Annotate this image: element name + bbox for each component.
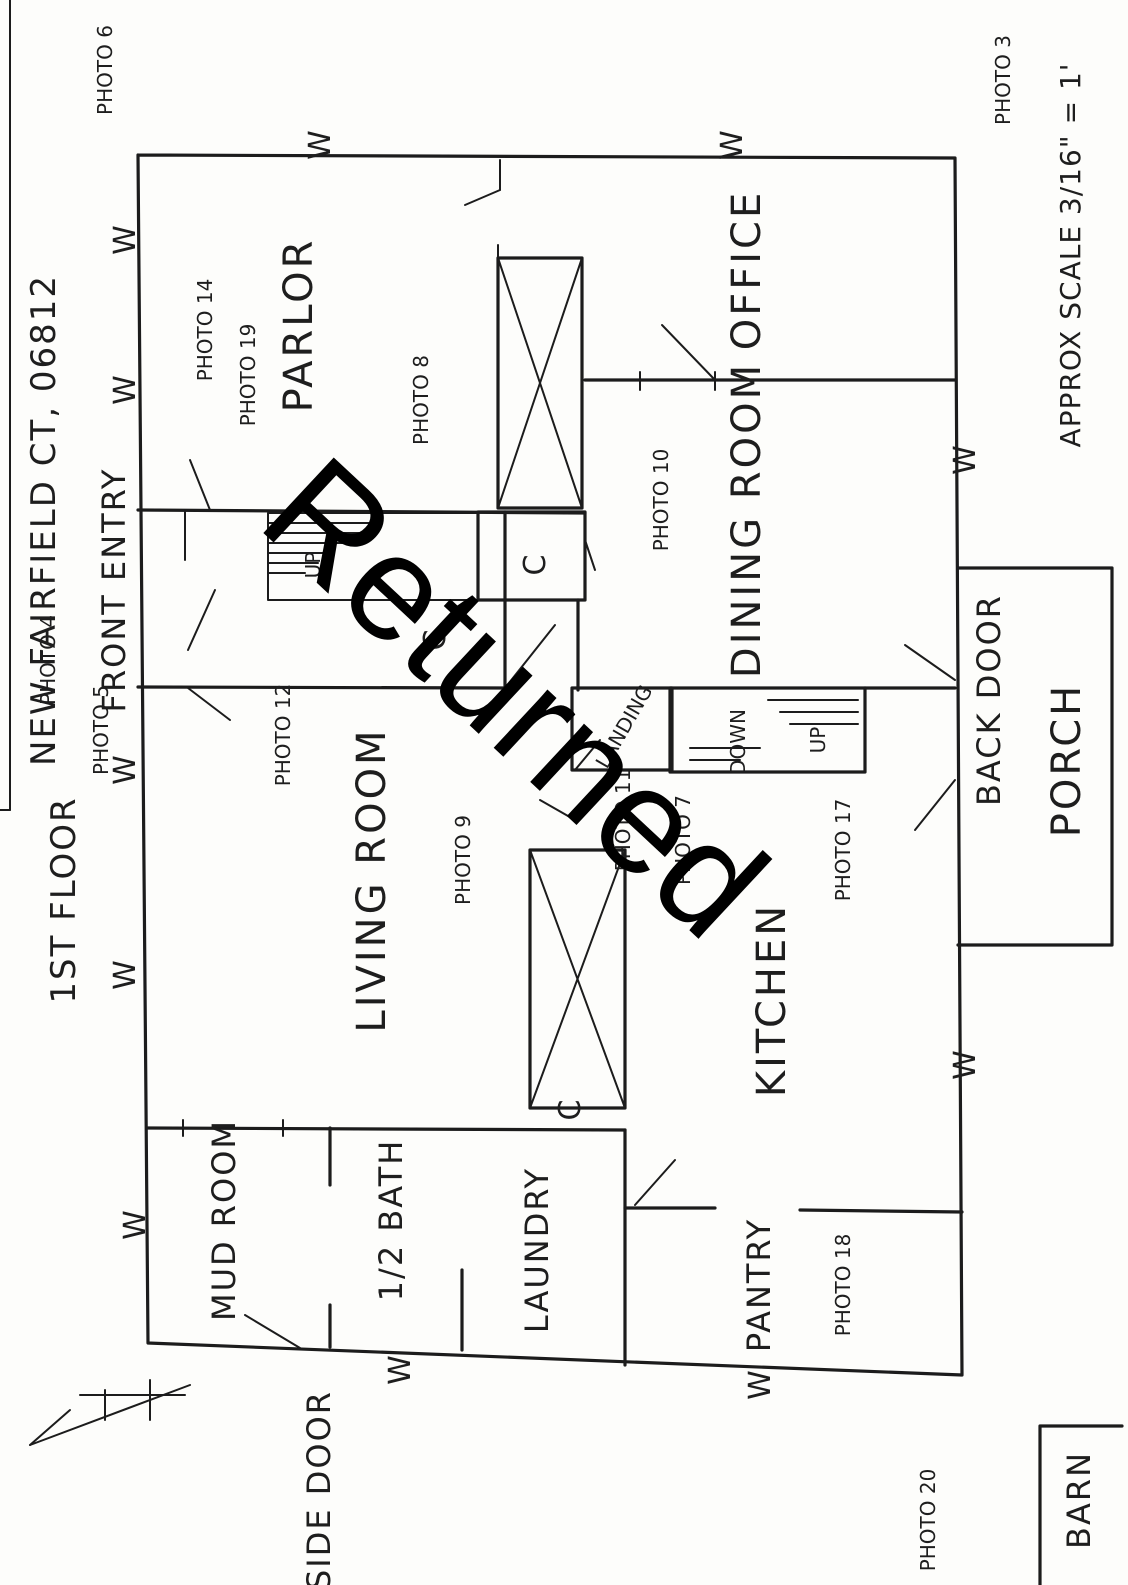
- window-mark: W: [948, 445, 983, 475]
- photo-label-6: PHOTO 6: [93, 25, 117, 115]
- stair-up-front: UP: [301, 552, 325, 579]
- closet-mark-chimney: C: [553, 1100, 588, 1121]
- closet-mark-hall: C: [418, 630, 453, 651]
- photo-label-17: PHOTO 17: [831, 799, 855, 902]
- window-mark: W: [108, 225, 143, 255]
- window-mark: W: [118, 1210, 153, 1240]
- window-mark: W: [715, 130, 750, 160]
- porch-outline: [956, 566, 1114, 947]
- room-barn: BARN: [1060, 1451, 1098, 1549]
- photo-label-5: PHOTO 5: [89, 685, 113, 775]
- photo-label-11: PHOTO 11: [611, 769, 635, 872]
- room-side-door: SIDE DOOR: [300, 1390, 338, 1585]
- room-laundry: LAUNDRY: [518, 1167, 556, 1333]
- address-label: NEW FAIRFIELD CT, 06812: [24, 274, 64, 766]
- room-halfbath: 1/2 BATH: [372, 1139, 410, 1302]
- photo-label-10: PHOTO 10: [649, 449, 673, 552]
- stair-up-back: UP: [806, 727, 830, 754]
- window-marks: W W W W W W W W W W W: [108, 130, 983, 1400]
- room-front-entry: FRONT ENTRY: [95, 468, 133, 713]
- photo-label-3: PHOTO 3: [991, 35, 1015, 125]
- door-swings: [184, 159, 956, 1349]
- interior-walls: [136, 244, 964, 1367]
- photo-label-12: PHOTO 12: [271, 684, 295, 787]
- room-mudroom: MUD ROOM: [205, 1119, 243, 1321]
- room-pantry: PANTRY: [740, 1218, 778, 1352]
- photo-markers: PHOTO 3 PHOTO 4 PHOTO 5 PHOTO 6 PHOTO 7 …: [36, 25, 1015, 1571]
- room-back-door: BACK DOOR: [970, 594, 1008, 806]
- photo-label-14: PHOTO 14: [193, 279, 217, 382]
- photo-label-9: PHOTO 9: [451, 815, 475, 905]
- photo-label-19: PHOTO 19: [236, 324, 260, 427]
- room-kitchen: KITCHEN: [749, 903, 795, 1097]
- window-mark: W: [383, 1355, 418, 1385]
- room-living: LIVING ROOM: [349, 727, 395, 1032]
- stair-down-back: DOWN: [726, 709, 750, 775]
- exterior-walls: [136, 153, 964, 1377]
- photo-label-7: PHOTO 7: [671, 795, 695, 885]
- window-mark: W: [303, 130, 338, 160]
- photo-label-4: PHOTO 4: [36, 615, 60, 705]
- room-parlor: PARLOR: [276, 238, 322, 413]
- barn-outline: [1038, 1424, 1124, 1585]
- window-mark: W: [108, 755, 143, 785]
- window-mark: W: [743, 1370, 778, 1400]
- closet-mark-front: C: [518, 555, 553, 576]
- window-mark: W: [108, 375, 143, 405]
- room-dining: DINING ROOM: [724, 362, 770, 678]
- photo-label-8: PHOTO 8: [409, 355, 433, 445]
- window-mark: W: [948, 1050, 983, 1080]
- scale-note: APPROX SCALE 3/16" = 1': [1054, 63, 1087, 448]
- photo-label-20: PHOTO 20: [916, 1469, 940, 1572]
- room-office: OFFICE: [724, 190, 770, 351]
- window-mark: W: [108, 960, 143, 990]
- back-stair-treads: [689, 699, 859, 761]
- north-arrow-icon: [29, 1379, 191, 1446]
- floor-label: 1ST FLOOR: [44, 796, 84, 1003]
- front-stair-treads: [267, 512, 479, 601]
- photo-label-18: PHOTO 18: [831, 1234, 855, 1337]
- address-box: [0, 0, 11, 811]
- room-porch: PORCH: [1044, 683, 1090, 837]
